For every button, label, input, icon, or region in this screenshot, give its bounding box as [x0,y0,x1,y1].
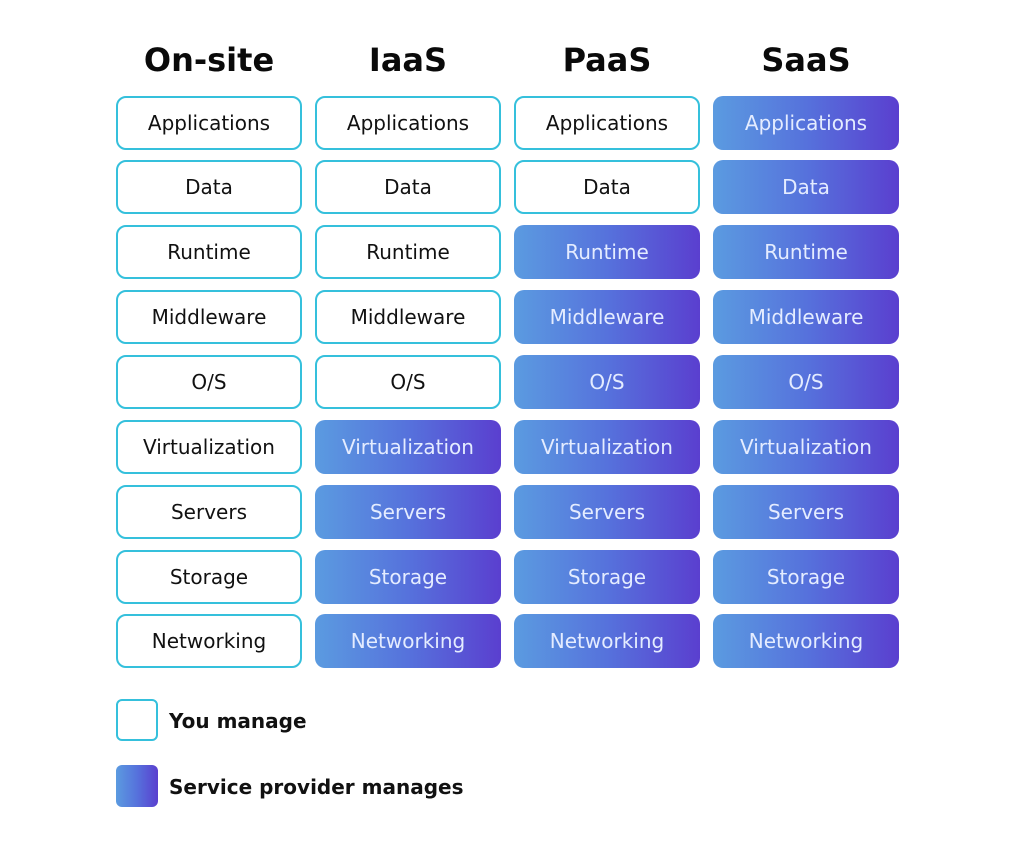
iaas-middleware-cell: Middleware [315,290,501,344]
on-site-runtime-cell: Runtime [116,225,302,279]
paas-applications-cell: Applications [514,96,700,150]
saas-middleware-cell: Middleware [713,290,899,344]
saas-applications-cell: Applications [713,96,899,150]
paas-networking-cell: Networking [514,614,700,668]
saas-data-cell: Data [713,160,899,214]
on-site-middleware-cell: Middleware [116,290,302,344]
legend-swatch-you-manage [116,699,158,741]
saas-runtime-cell: Runtime [713,225,899,279]
iaas-o-s-cell: O/S [315,355,501,409]
iaas-runtime-cell: Runtime [315,225,501,279]
iaas-networking-cell: Networking [315,614,501,668]
on-site-virtualization-cell: Virtualization [116,420,302,474]
iaas-data-cell: Data [315,160,501,214]
paas-runtime-cell: Runtime [514,225,700,279]
saas-servers-cell: Servers [713,485,899,539]
paas-storage-cell: Storage [514,550,700,604]
legend-swatch-provider-manages [116,765,158,807]
saas-o-s-cell: O/S [713,355,899,409]
iaas-storage-cell: Storage [315,550,501,604]
saas-networking-cell: Networking [713,614,899,668]
iaas-applications-cell: Applications [315,96,501,150]
column-header-paas: PaaS [562,41,652,79]
paas-data-cell: Data [514,160,700,214]
on-site-o-s-cell: O/S [116,355,302,409]
legend-label-provider-manages: Service provider manages [169,775,464,799]
legend-label-you-manage: You manage [169,709,307,733]
paas-middleware-cell: Middleware [514,290,700,344]
column-header-iaas: IaaS [368,41,448,79]
on-site-networking-cell: Networking [116,614,302,668]
column-header-on-site: On-site [143,41,275,79]
on-site-storage-cell: Storage [116,550,302,604]
iaas-servers-cell: Servers [315,485,501,539]
on-site-applications-cell: Applications [116,96,302,150]
saas-storage-cell: Storage [713,550,899,604]
paas-servers-cell: Servers [514,485,700,539]
paas-o-s-cell: O/S [514,355,700,409]
on-site-data-cell: Data [116,160,302,214]
paas-virtualization-cell: Virtualization [514,420,700,474]
on-site-servers-cell: Servers [116,485,302,539]
saas-virtualization-cell: Virtualization [713,420,899,474]
column-header-saas: SaaS [761,41,851,79]
iaas-virtualization-cell: Virtualization [315,420,501,474]
